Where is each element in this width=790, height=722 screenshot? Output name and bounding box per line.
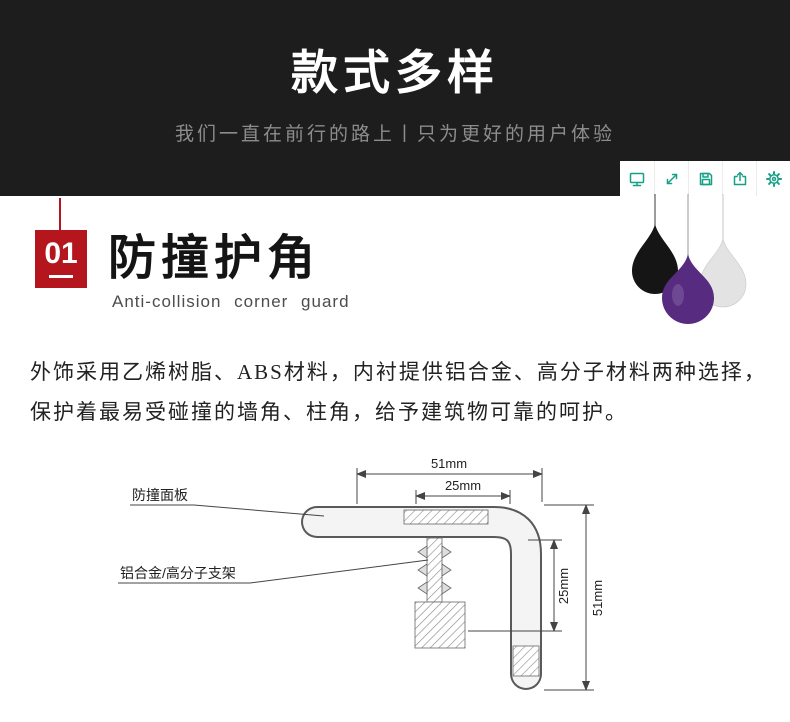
export-icon[interactable] xyxy=(722,161,756,196)
toolbar xyxy=(620,161,790,196)
corner-guard-diagram: 51mm 25mm 25mm 51mm 防撞面板 铝合金/高分子支架 xyxy=(112,448,612,720)
label-bracket: 铝合金/高分子支架 xyxy=(120,565,236,581)
badge-underline xyxy=(49,275,73,278)
page-subtitle: 我们一直在前行的路上丨只为更好的用户体验 xyxy=(174,124,615,145)
display-icon[interactable] xyxy=(620,161,654,196)
pendant-lamps-image xyxy=(615,194,765,334)
accent-line xyxy=(59,198,61,230)
section-subtitle-en: Anti-collision corner guard xyxy=(112,292,350,311)
dim-side-inset: 25mm xyxy=(556,568,571,604)
section-number: 01 xyxy=(44,237,78,270)
label-panel: 防撞面板 xyxy=(132,487,188,503)
bracket-hatching xyxy=(403,509,540,677)
corner-guard-profile xyxy=(301,506,542,690)
dim-top-inset: 25mm xyxy=(445,478,481,493)
header-banner: 款式多样 我们一直在前行的路上丨只为更好的用户体验 xyxy=(0,0,790,196)
dimension-lines xyxy=(356,468,594,691)
section-title: 防撞护角 xyxy=(108,232,321,285)
fullscreen-icon[interactable] xyxy=(654,161,688,196)
section-number-badge: 01 xyxy=(35,230,87,288)
settings-gear-icon[interactable] xyxy=(756,161,790,196)
dim-top-width: 51mm xyxy=(431,456,467,471)
dim-side-height: 51mm xyxy=(590,580,605,616)
save-icon[interactable] xyxy=(688,161,722,196)
page-title: 款式多样 xyxy=(291,46,499,99)
description-paragraph: 外饰采用乙烯树脂、ABS材料，内衬提供铝合金、高分子材料两种选择，保护着最易受碰… xyxy=(30,360,767,424)
